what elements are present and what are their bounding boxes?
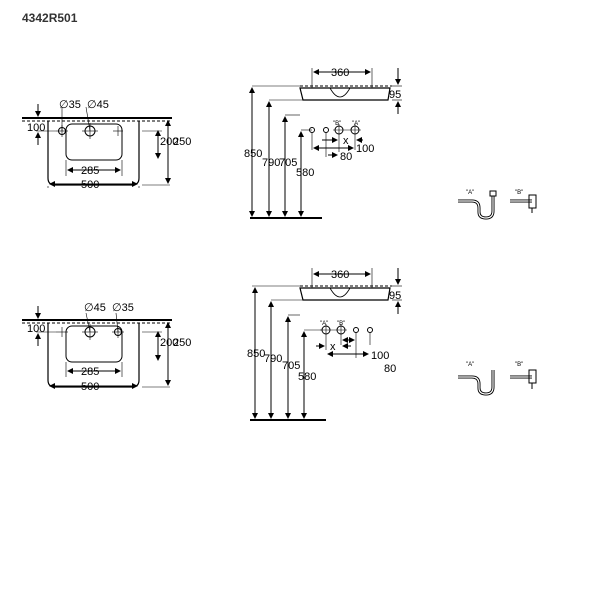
trap-a-cap-icon	[489, 190, 497, 197]
dim-80: 80	[340, 151, 352, 163]
dim-100: 100	[27, 122, 45, 134]
label-a: "A"	[352, 121, 360, 127]
dim-705: 705	[282, 360, 300, 372]
dim-705: 705	[279, 157, 297, 169]
dim-diameter-left: ∅35	[59, 99, 81, 111]
dim-100-right: 100	[371, 350, 389, 362]
dim-100: 100	[27, 323, 45, 335]
dim-200: 200	[160, 337, 178, 349]
dim-250: 250	[173, 136, 191, 148]
dim-diameter-right: ∅35	[112, 302, 134, 314]
top-plan-view	[22, 104, 172, 188]
top-traps	[458, 190, 537, 220]
trap-a-label: "A"	[466, 362, 474, 368]
dim-580: 580	[296, 167, 314, 179]
bottom-plan-labels: ∅45 ∅35 100 200 250 285 500	[27, 302, 191, 393]
dim-500: 500	[81, 179, 99, 191]
dim-360: 360	[331, 67, 349, 79]
label-b: "B"	[333, 121, 341, 127]
dim-diameter-right: ∅45	[87, 99, 109, 111]
label-a: "A"	[320, 321, 328, 327]
bottom-plan-view	[22, 306, 172, 389]
dim-95: 95	[389, 89, 401, 101]
dim-285: 285	[81, 165, 99, 177]
dim-x: x	[330, 341, 336, 353]
label-b: "B"	[337, 321, 345, 327]
dim-95: 95	[389, 290, 401, 302]
dim-285: 285	[81, 366, 99, 378]
trap-b-label: "B"	[515, 362, 523, 368]
drawing-title: 4342R501	[22, 11, 78, 25]
trap-a-label: "A"	[466, 190, 474, 196]
dim-100-right: 100	[356, 143, 374, 155]
bottom-elevation-view	[250, 268, 402, 421]
top-plan-labels: ∅35 ∅45 100 200 250 285 500	[27, 99, 191, 191]
dim-x: x	[343, 135, 349, 147]
bottom-traps	[458, 369, 537, 396]
dim-500: 500	[81, 381, 99, 393]
dim-790: 790	[262, 157, 280, 169]
dim-580: 580	[298, 371, 316, 383]
bottom-elevation-labels: 360 95 850 790 705 580 x 100 80 "A" "B"	[247, 269, 401, 383]
trap-b-label: "B"	[515, 190, 523, 196]
dim-diameter-left: ∅45	[84, 302, 106, 314]
dim-250: 250	[173, 337, 191, 349]
dim-360: 360	[331, 269, 349, 281]
dim-80: 80	[384, 363, 396, 375]
top-elevation-labels: 360 95 850 790 705 580 x 80 100 "B" "A"	[244, 67, 401, 179]
dim-850: 850	[247, 348, 265, 360]
dim-850: 850	[244, 148, 262, 160]
dim-200: 200	[160, 136, 178, 148]
dim-790: 790	[264, 353, 282, 365]
top-elevation-view	[249, 68, 402, 219]
